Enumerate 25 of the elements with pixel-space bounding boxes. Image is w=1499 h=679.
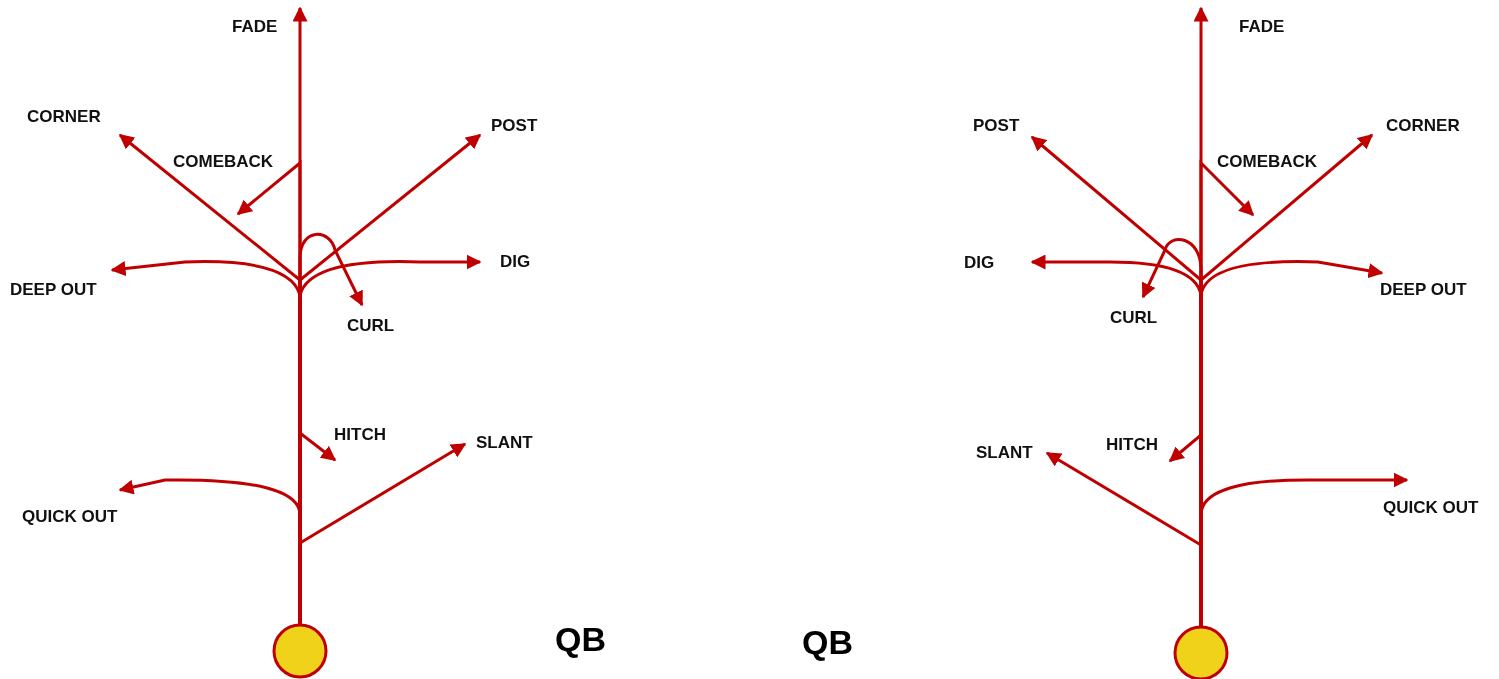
route-label: SLANT [476, 433, 533, 453]
route-label: COMEBACK [1217, 152, 1318, 172]
route-label: SLANT [976, 443, 1033, 463]
route-label: POST [973, 116, 1020, 136]
route-label: FADE [1239, 17, 1285, 37]
route-label: QUICK OUT [22, 507, 118, 527]
position-label: QB [555, 620, 606, 658]
position-label: QB [802, 623, 853, 661]
route-label: CORNER [1386, 116, 1460, 136]
route-arrow [118, 478, 302, 624]
route-label: CORNER [27, 107, 101, 127]
player-circle [272, 623, 328, 679]
route-label: DEEP OUT [1380, 280, 1467, 300]
route-label: QUICK OUT [1383, 498, 1479, 518]
route-label: CURL [1110, 308, 1158, 328]
route-arrow [1199, 472, 1409, 626]
route-label: COMEBACK [173, 152, 274, 172]
route-label: FADE [232, 17, 278, 37]
route-label: CURL [347, 316, 395, 336]
route-label: HITCH [1106, 435, 1158, 455]
route-label: DIG [500, 252, 531, 272]
route-label: POST [491, 116, 538, 136]
route-label: DEEP OUT [10, 280, 97, 300]
route-label: DIG [964, 253, 995, 273]
route-label: HITCH [334, 425, 386, 445]
